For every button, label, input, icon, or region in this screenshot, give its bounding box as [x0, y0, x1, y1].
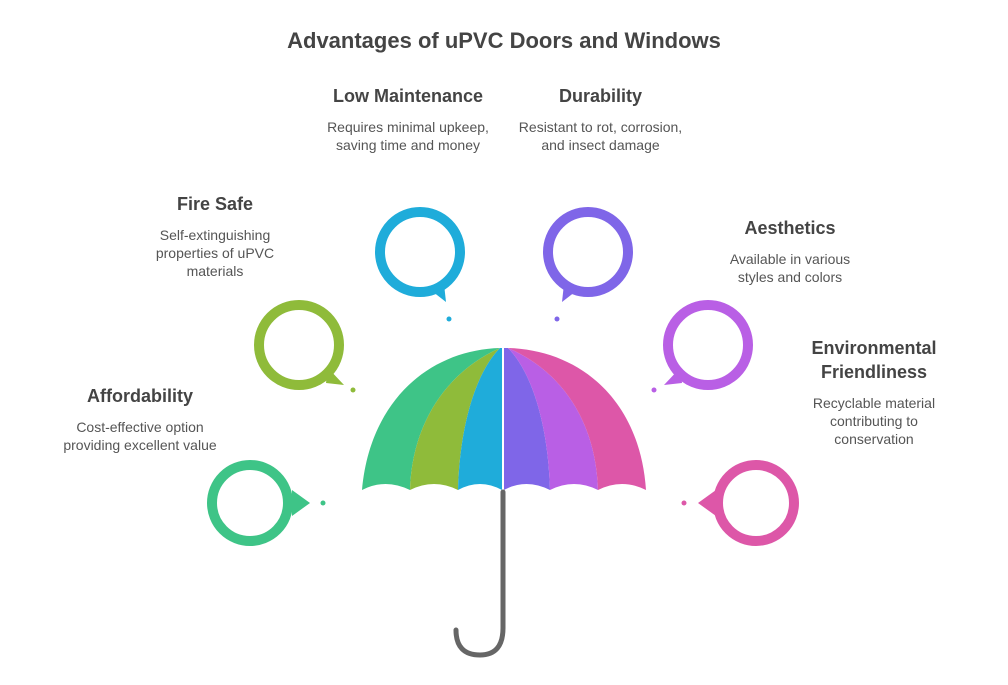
umbrella-handle	[453, 489, 506, 658]
speech-bubble-icon	[663, 300, 753, 390]
item-description: Self-extinguishing properties of uPVC ma…	[155, 227, 275, 279]
connector-dot	[651, 387, 657, 393]
item-description: Available in various styles and colors	[729, 251, 851, 285]
speech-bubble-icon	[713, 460, 799, 546]
item-description: Resistant to rot, corrosion, and insect …	[518, 119, 683, 153]
bubble-fire-safe	[254, 300, 356, 393]
canopy-segment-environmental-friendliness	[508, 348, 646, 490]
canopy-segment-durability	[504, 348, 550, 490]
connector-dot	[554, 316, 560, 322]
connector-dot	[350, 387, 356, 393]
canopy-segment-affordability	[362, 348, 500, 490]
item-fire-safe: Fire Safe Self-extinguishing properties …	[140, 192, 290, 280]
item-heading: Aesthetics	[744, 218, 836, 238]
umbrella-canopy	[362, 348, 646, 490]
item-environmental-friendliness: Environmental Friendliness Recyclable ma…	[800, 336, 948, 448]
diagram-title: Advantages of uPVC Doors and Windows	[287, 28, 721, 53]
connector-dot	[320, 500, 326, 506]
item-affordability: Affordability Cost-effective option prov…	[40, 384, 240, 454]
connector-dot	[681, 500, 687, 506]
item-description: Requires minimal upkeep, saving time and…	[327, 119, 489, 153]
bubble-tail	[292, 490, 310, 516]
bubble-tail	[428, 284, 446, 302]
bubble-tail	[326, 368, 344, 385]
bubble-tail	[698, 490, 716, 516]
speech-bubble-icon	[543, 207, 633, 297]
bubble-affordability	[207, 460, 326, 546]
bubble-environmental-friendliness	[681, 460, 799, 546]
speech-bubble-icon	[254, 300, 344, 390]
item-heading: Durability	[558, 86, 642, 106]
bubble-durability	[543, 207, 633, 322]
item-heading: Low Maintenance	[332, 86, 484, 106]
speech-bubble-icon	[207, 460, 293, 546]
speech-bubble-icon	[375, 207, 465, 297]
item-heading: Fire Safe	[176, 194, 254, 214]
canopy-segment-aesthetics	[508, 348, 598, 490]
item-description: Recyclable material contributing to cons…	[812, 395, 936, 447]
item-low-maintenance: Low Maintenance Requires minimal upkeep,…	[318, 84, 498, 154]
canopy-segment-fire-safe	[410, 348, 500, 490]
item-heading: Affordability	[87, 386, 193, 406]
item-aesthetics: Aesthetics Available in various styles a…	[715, 216, 865, 286]
item-durability: Durability Resistant to rot, corrosion, …	[518, 84, 683, 154]
item-heading: Environmental Friendliness	[811, 338, 937, 382]
item-description: Cost-effective option providing excellen…	[63, 419, 217, 453]
bubble-tail	[664, 368, 682, 385]
bubble-aesthetics	[651, 300, 753, 393]
connector-dot	[446, 316, 452, 322]
bubble-low-maintenance	[375, 207, 465, 322]
bubble-tail	[562, 284, 580, 302]
canopy-segment-low-maintenance	[458, 348, 502, 490]
